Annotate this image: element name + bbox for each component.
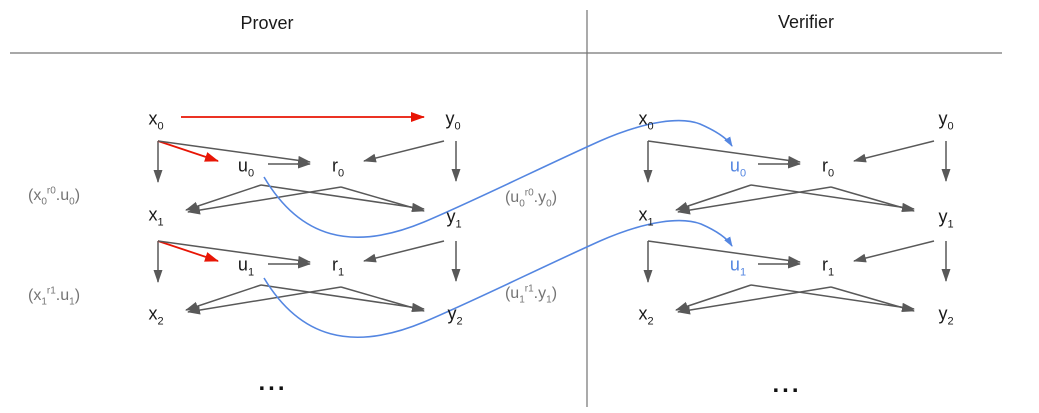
verifier-title-text: Verifier	[777, 12, 835, 32]
prover-edges	[153, 112, 461, 315]
p-edge-r0-x1	[187, 186, 342, 215]
v-edge-y0-r0	[853, 140, 935, 163]
prover-node-x0: x0	[148, 108, 164, 133]
p-edge-y0-r0	[363, 140, 445, 163]
v-edge-y1-r1	[853, 240, 935, 263]
prover-node-y0: y0	[445, 108, 461, 133]
verifier-title: Verifier	[778, 13, 834, 31]
p-edge-x1-u1-red-arrow	[157, 240, 219, 262]
prover-node-y1: y1	[446, 206, 462, 231]
prover-node-u1: u1	[237, 254, 255, 279]
verifier-edges	[643, 140, 951, 315]
verifier-node-y2: y2	[938, 303, 954, 328]
prover-node-y2: y2	[447, 303, 463, 328]
p-edge-y1-r1	[363, 240, 445, 263]
prover-node-r1: r1	[331, 254, 345, 279]
challenge-transfer-arrows	[263, 119, 733, 339]
v-edge-u0-y1	[750, 184, 915, 212]
verifier-node-u1-challenge: u1	[729, 254, 747, 279]
prover-node-r0: r0	[331, 155, 345, 180]
prover-node-x2: x2	[148, 303, 164, 328]
v-edge-r0-x1	[677, 186, 832, 215]
v-edge-u1-y2	[750, 284, 915, 312]
annotation-x2-formula: (x1r1.u1)	[27, 285, 81, 308]
verifier-node-x0: x0	[638, 108, 654, 133]
p-edge-x0-r0	[157, 140, 311, 165]
annotation-y2-formula: (u1r1.y1)	[504, 283, 558, 306]
p-edge-u0-y1	[260, 184, 425, 212]
prover-title-text: Prover	[240, 13, 294, 33]
annotation-x1-formula: (x0r0.u0)	[27, 185, 81, 208]
verifier-node-x2: x2	[638, 303, 654, 328]
frame-lines	[10, 10, 1002, 407]
verifier-ellipsis: ...	[772, 371, 802, 398]
p-edge-x0-u0-red-arrow	[157, 140, 219, 162]
verifier-node-r1: r1	[821, 254, 835, 279]
v-edge-r1-y2	[830, 286, 915, 312]
prover-ellipsis: ...	[258, 369, 288, 396]
verifier-node-u0-challenge: u0	[729, 155, 747, 180]
prover-title: Prover	[240, 14, 293, 32]
prover-node-x1: x1	[148, 204, 164, 229]
p-edge-x1-r1	[157, 240, 311, 265]
v-edge-x1-r1	[647, 240, 801, 265]
v-edge-r0-y1	[830, 186, 915, 212]
v-edge-r1-x2	[677, 286, 832, 315]
p-edge-r1-y2	[340, 286, 425, 312]
p-edge-u1-y2	[260, 284, 425, 312]
verifier-node-y1: y1	[938, 206, 954, 231]
transfer-u1-curve-arrow	[263, 219, 733, 339]
verifier-node-y0: y0	[938, 108, 954, 133]
v-edge-x0-r0	[647, 140, 801, 165]
transfer-u0-curve-arrow	[263, 119, 733, 239]
annotation-y1-formula: (u0r0.y0)	[504, 187, 558, 210]
verifier-node-x1: x1	[638, 204, 654, 229]
verifier-node-r0: r0	[821, 155, 835, 180]
p-edge-r1-x2	[187, 286, 342, 315]
prover-node-u0: u0	[237, 155, 255, 180]
p-edge-r0-y1	[340, 186, 425, 212]
